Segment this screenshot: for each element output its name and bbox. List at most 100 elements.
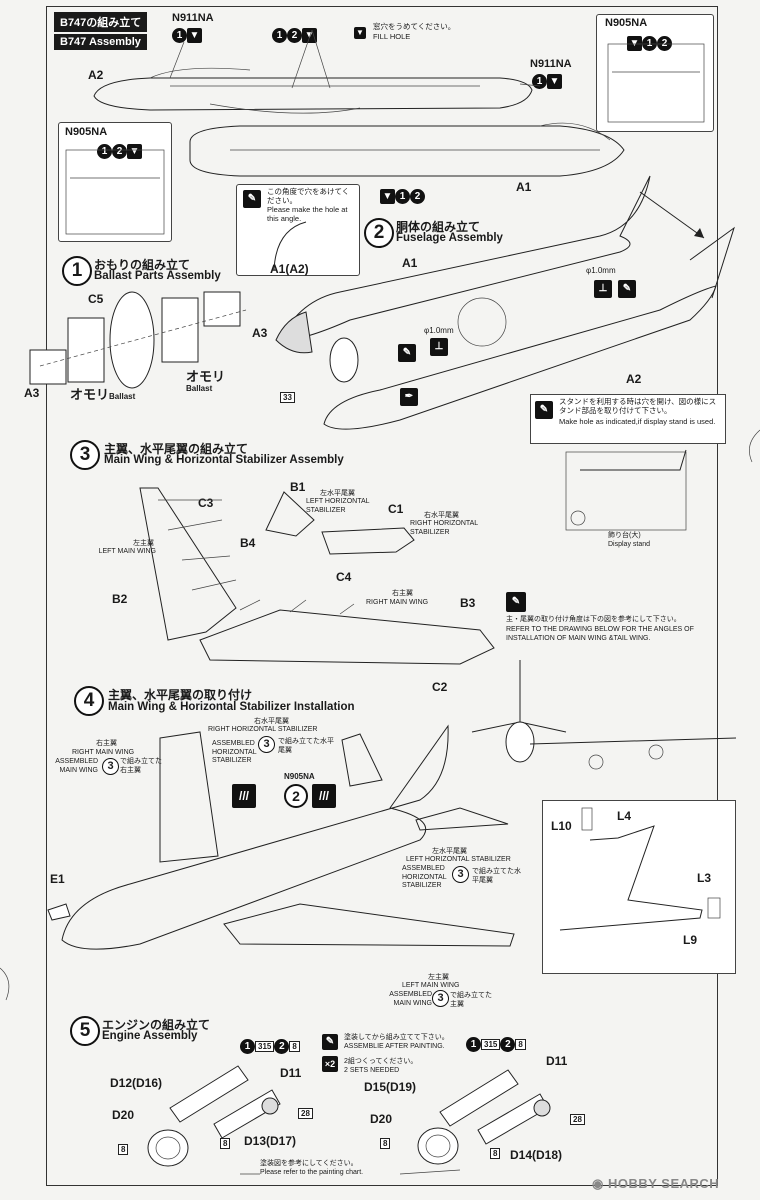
part-a3-shape-2 (203, 291, 241, 327)
step-ref-icon: 1 (395, 189, 410, 204)
drill-hole-icon: ⊥ (430, 338, 448, 356)
part-28-ref-2: 28 (570, 1114, 585, 1125)
right-main-wing-en: RIGHT MAIN WING (366, 599, 429, 606)
step-4-number: 4 (74, 686, 104, 716)
step-ref-icon: 2 (500, 1037, 516, 1052)
ballast-ja: オモリ (70, 387, 110, 402)
watermark-logo-icon: ◉ (592, 1176, 608, 1191)
fill-hole-icon: ▼ (302, 28, 317, 43)
step-ref-icon: 2 (410, 189, 425, 204)
step-ref-icon: 2 (274, 1039, 290, 1054)
detail-fuselage-left (65, 149, 165, 235)
leader-line (169, 41, 185, 79)
step-ref-icon: 2 (657, 36, 672, 51)
left-main-wing-ja: 左主翼 (133, 540, 154, 547)
drill-icon: ✎ (398, 344, 416, 362)
engine-fan-right (533, 1099, 551, 1117)
step-3-number: 3 (70, 440, 100, 470)
part-c5-shape (109, 291, 155, 389)
variant-label-n905na-3: N905NA (284, 772, 315, 781)
step-4-title-ja: 主翼、水平尾翼の取り付け (108, 688, 253, 702)
step-ref-icon: 1 (97, 144, 112, 159)
step-1-title-ja: おもりの組み立て (94, 258, 191, 272)
s4-left-main-en: LEFT MAIN WING (402, 982, 460, 989)
s4-assembled-hs-ja-r-2: で組み立てた水平尾翼 (472, 868, 521, 884)
display-stand-base (565, 451, 687, 531)
step-3-ref-2: 3 (102, 758, 119, 775)
right-hs-installed (341, 733, 383, 787)
part-8-ref-3: 8 (118, 1144, 129, 1155)
glue-icon: ✒ (400, 388, 418, 406)
left-hs-ja: 左水平尾翼 (320, 490, 355, 497)
hole-diameter-2: φ1.0mm (424, 326, 454, 335)
engine-intake-inner-right (425, 1134, 451, 1158)
step-2-number: 2 (364, 218, 394, 248)
ballast-shape-2 (161, 297, 199, 363)
step-ref-icon: 1 (642, 36, 657, 51)
fill-hole-icon: ▼ (380, 189, 395, 204)
arrow-head (694, 228, 704, 238)
ballast-en-2: Ballast (186, 384, 213, 393)
drill-icon: ✎ (618, 280, 636, 298)
variant-label-n911na: N911NA (172, 12, 214, 24)
leader-line (291, 29, 313, 89)
s4-left-hs-ja: 左水平尾翼 (432, 848, 467, 855)
step-2-title-en: Fuselage Assembly (396, 232, 503, 244)
part-b4-label: B4 (240, 536, 256, 550)
step-3-ref: 3 (258, 736, 275, 753)
part-e1-shape (47, 903, 71, 921)
part-33-ref: 33 (280, 392, 295, 403)
assembly-title-ja: B747の組み立て (54, 12, 148, 32)
engine-intake-left (147, 1129, 189, 1167)
part-315-ref: 315 (255, 1041, 275, 1052)
ballast-label-1: オモリBallast (70, 384, 135, 404)
part-8-ref-2: 8 (515, 1039, 526, 1050)
part-d13-label: D13(D17) (244, 1134, 297, 1148)
part-a1-label-2: A1 (402, 256, 418, 270)
tail-fin-lower (689, 226, 735, 299)
engine-nacelle-right (439, 1069, 519, 1127)
left-hs-installed (415, 807, 509, 831)
s4-right-main-en: RIGHT MAIN WING (72, 749, 135, 756)
fill-hole-legend: ▼ (354, 22, 366, 40)
step-ref-icon: 1 (466, 1037, 481, 1052)
side-view-engine (588, 754, 604, 770)
fill-hole-icon: ▼ (354, 27, 366, 39)
part-315-ref-2: 315 (481, 1039, 501, 1050)
step-1-number: 1 (62, 256, 92, 286)
drill-icon: ✎ (535, 401, 553, 419)
left-main-wing-installed (223, 903, 515, 947)
step-2-ref: 2 (284, 784, 308, 808)
left-hs-shape (265, 491, 315, 537)
fuselage-assembly-lower (323, 285, 717, 430)
edge-scrap-right (749, 429, 760, 463)
variant-label-n911na-2: N911NA (530, 58, 572, 70)
tail-detail-shape (559, 825, 703, 931)
engine-intake-right (417, 1127, 459, 1165)
part-a3-label-2: A3 (24, 386, 40, 400)
s4-assembled-hs-ja-r: で組み立てた水平尾翼 (278, 738, 334, 754)
tail-detail-box: L10 L4 L3 L9 (542, 800, 736, 974)
display-stand-arm (580, 449, 687, 471)
part-a3-label: A3 (252, 326, 268, 340)
part-l3-label: L3 (697, 871, 712, 885)
part-b3-label: B3 (460, 596, 476, 610)
paint-note-en: ASSEMBLIE AFTER PAINTING. (344, 1043, 445, 1050)
display-stand-peg (570, 510, 586, 526)
wing-pylons (158, 499, 237, 591)
part-a1a2-label: A1(A2) (270, 262, 309, 276)
s4-assembled-ja-r: で組み立てた右主翼 (120, 758, 162, 774)
display-stand-ja: 飾り台(大) (608, 532, 641, 539)
part-d12-label: D12(D16) (110, 1076, 163, 1090)
step-5-number: 5 (70, 1016, 100, 1046)
nose-cap (275, 311, 313, 354)
part-8-ref-5: 8 (380, 1138, 391, 1149)
variant-icons-1: 1▼ (172, 25, 202, 43)
step-3-title-ja: 主翼、水平尾翼の組み立て (104, 442, 249, 456)
side-view-wing (529, 737, 737, 745)
